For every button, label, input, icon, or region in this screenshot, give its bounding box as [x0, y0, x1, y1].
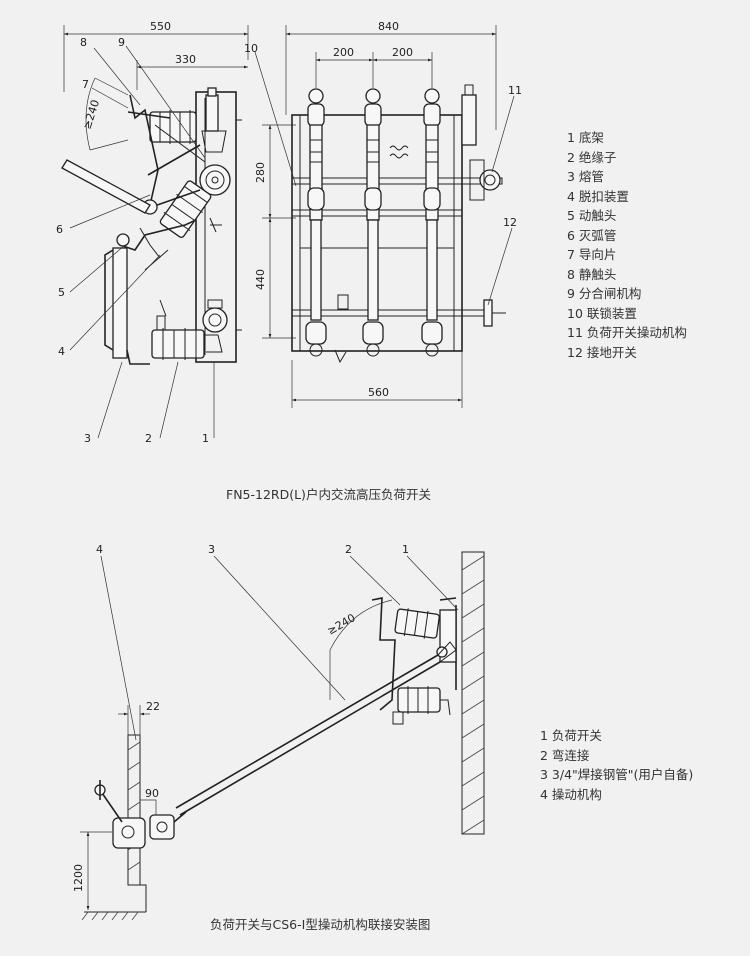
legend-item: 4 脱扣装置 — [567, 188, 629, 204]
bottom-callout-2: 2 — [345, 543, 352, 556]
legend-item: 9 分合闸机构 — [567, 286, 642, 301]
dim-840: 840 — [378, 20, 399, 33]
dim-330: 330 — [175, 53, 196, 66]
legend-item: 4 操动机构 — [540, 786, 602, 802]
legend-item: 2 绝缘子 — [567, 149, 617, 165]
legend-item: 1 负荷开关 — [540, 728, 602, 743]
callout-11: 11 — [508, 84, 522, 97]
dim-90: 90 — [145, 787, 159, 800]
callout-10: 10 — [244, 42, 258, 55]
dim-240-top: ≥240 — [80, 98, 102, 131]
side-view: ≥240 8 9 7 6 5 4 3 2 1 10 550 330 — [56, 20, 297, 445]
callout-12: 12 — [503, 216, 517, 229]
dim-550: 550 — [150, 20, 171, 33]
dim-560: 560 — [368, 386, 389, 399]
dim-240-bottom: ≥240 — [325, 611, 358, 637]
legend-item: 6 灭弧管 — [567, 227, 617, 243]
bottom-callout-1: 1 — [402, 543, 409, 556]
legend-item: 8 静触头 — [567, 266, 617, 282]
legend-item: 12 接地开关 — [567, 344, 637, 360]
top-caption: FN5-12RD(L)户内交流高压负荷开关 — [226, 487, 431, 502]
callout-4: 4 — [58, 345, 65, 358]
bottom-callout-4: 4 — [96, 543, 103, 556]
dim-280: 280 — [254, 162, 267, 183]
dim-1200: 1200 — [72, 864, 85, 892]
bottom-caption: 负荷开关与CS6-Ⅰ型操动机构联接安装图 — [210, 917, 431, 932]
legend-item: 7 导向片 — [567, 247, 617, 262]
legend-item: 11 负荷开关操动机构 — [567, 325, 687, 340]
legend-item: 3 熔管 — [567, 169, 604, 184]
legend-item: 3 3/4"焊接钢管"(用户自备) — [540, 767, 694, 782]
callout-7: 7 — [82, 78, 89, 91]
top-parts-legend: 1 底架 2 绝缘子 3 熔管 4 脱扣装置 5 动触头 6 灭弧管 7 导向片… — [567, 128, 687, 362]
legend-item: 10 联锁装置 — [567, 305, 637, 321]
legend-item: 2 弯连接 — [540, 747, 590, 763]
callout-1: 1 — [202, 432, 209, 445]
legend-item: 5 动触头 — [567, 208, 617, 223]
dim-440: 440 — [254, 269, 267, 290]
callout-8: 8 — [80, 36, 87, 49]
callout-6: 6 — [56, 223, 63, 236]
bottom-parts-legend: 1 负荷开关 2 弯连接 3 3/4"焊接钢管"(用户自备) 4 操动机构 — [540, 726, 693, 804]
installation-view: ≥240 22 90 1200 — [72, 543, 485, 921]
dim-200-right: 200 — [392, 46, 413, 59]
callout-9: 9 — [118, 36, 125, 49]
callout-5: 5 — [58, 286, 65, 299]
callout-2: 2 — [145, 432, 152, 445]
front-view: 840 200 200 280 440 560 — [254, 20, 522, 408]
dim-22: 22 — [146, 700, 160, 713]
bottom-callout-3: 3 — [208, 543, 215, 556]
legend-item: 1 底架 — [567, 130, 604, 145]
callout-3: 3 — [84, 432, 91, 445]
dim-200-left: 200 — [333, 46, 354, 59]
